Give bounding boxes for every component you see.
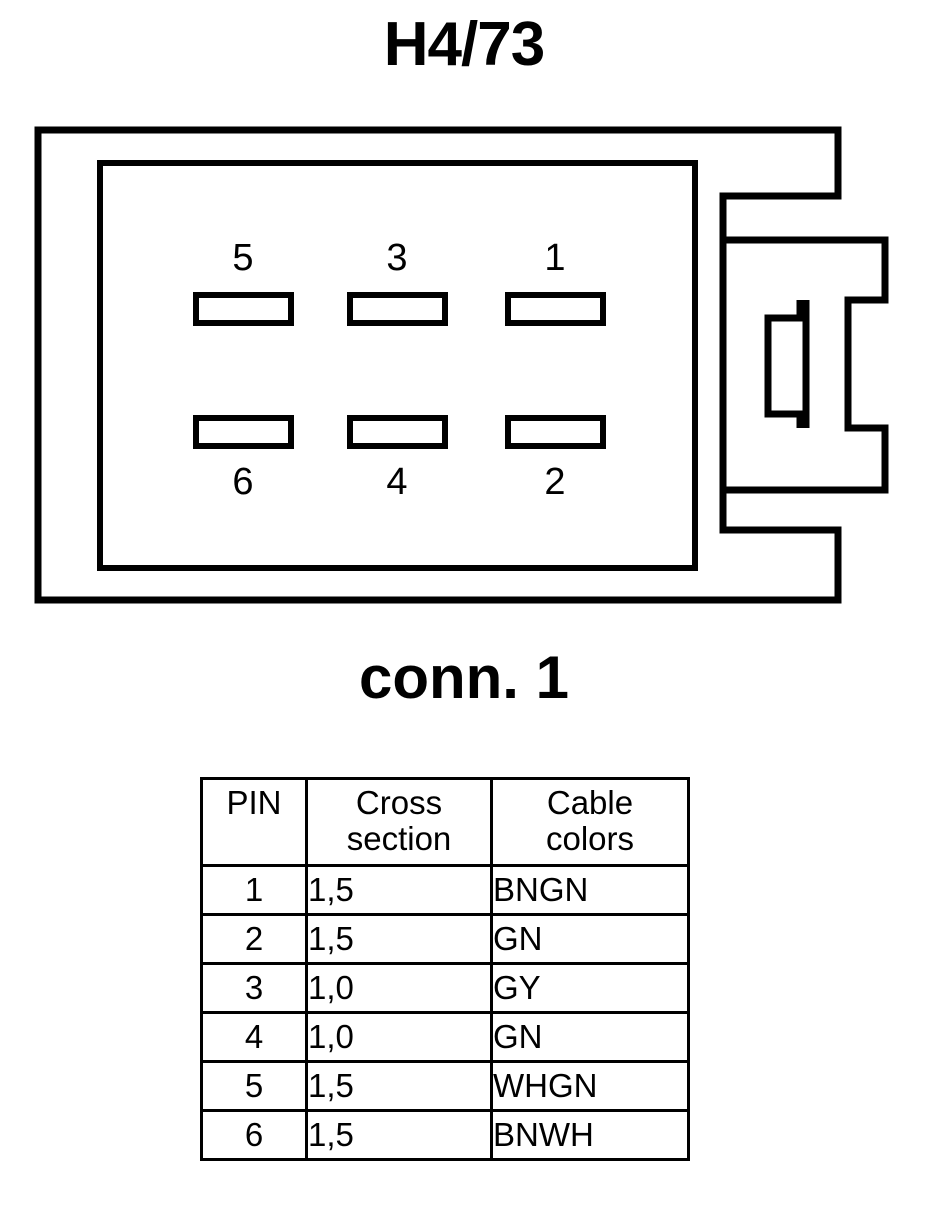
pin-slot-1[interactable] [505,292,606,326]
connector-name-label: conn. 1 [358,644,570,711]
cell-cross-section: 1,5 [305,864,493,917]
latch-outer-bracket [723,236,889,494]
cell-cross-section: 1,0 [305,962,493,1015]
pin-slot-6[interactable] [193,415,294,449]
table-header: PIN Cross section Cable colors [200,776,690,868]
pin-slot-5[interactable] [193,292,294,326]
cell-pin: 1 [200,864,308,917]
column-header-cross-line1: Cross [355,784,443,821]
pin-slot-2[interactable] [505,415,606,449]
pin-label-2: 2 [544,461,565,503]
pin-label-6: 6 [232,461,253,503]
table-row: 3 1,0 GY [200,962,690,1015]
pin-label-3: 3 [386,237,407,279]
table-header-row: PIN Cross section Cable colors [200,776,690,868]
cell-cross-section: 1,5 [305,1109,493,1162]
connector-inner-faceplate [97,160,698,571]
cell-pin: 6 [200,1109,308,1162]
cell-cross-section: 1,5 [305,913,493,966]
column-header-pin: PIN [200,776,308,868]
cell-cable-color: GY [490,962,690,1015]
pin-slot-3[interactable] [347,292,448,326]
cell-cross-section: 1,0 [305,1011,493,1064]
page-title: H4/73 [383,10,545,79]
table-body: 1 1,5 BNGN 2 1,5 GN 3 1,0 GY 4 1,0 GN 5 [200,864,690,1162]
cell-pin: 4 [200,1011,308,1064]
column-header-color-line2: colors [545,819,635,857]
cell-pin: 5 [200,1060,308,1113]
connector-drawing-svg: 5 3 1 6 4 2 [34,126,889,604]
pin-slot-4[interactable] [347,415,448,449]
cell-pin: 2 [200,913,308,966]
cell-cross-section: 1,5 [305,1060,493,1113]
table-row: 5 1,5 WHGN [200,1060,690,1113]
cell-cable-color: GN [490,1011,690,1064]
latch-inner-tab [764,300,804,428]
table-row: 4 1,0 GN [200,1011,690,1064]
table-row: 1 1,5 BNGN [200,864,690,917]
cell-pin: 3 [200,962,308,1015]
cell-cable-color: GN [490,913,690,966]
column-header-cross-line2: section [346,819,452,857]
pin-assignment-table: PIN Cross section Cable colors 1 1,5 BNG… [200,776,690,1162]
pin-label-4: 4 [386,461,407,503]
table-row: 2 1,5 GN [200,913,690,966]
table-row: 6 1,5 BNWH [200,1109,690,1162]
pin-label-1: 1 [544,237,565,279]
cell-cable-color: BNGN [490,864,690,917]
connector-diagram: 5 3 1 6 4 2 [0,118,928,618]
cell-cable-color: BNWH [490,1109,690,1162]
cell-cable-color: WHGN [490,1060,690,1113]
column-header-color-line1: Cable [546,784,634,821]
connector-outer-housing [34,126,842,604]
pin-label-5: 5 [232,237,253,279]
column-header-cross-section: Cross section [305,776,493,868]
column-header-cable-colors: Cable colors [490,776,690,868]
